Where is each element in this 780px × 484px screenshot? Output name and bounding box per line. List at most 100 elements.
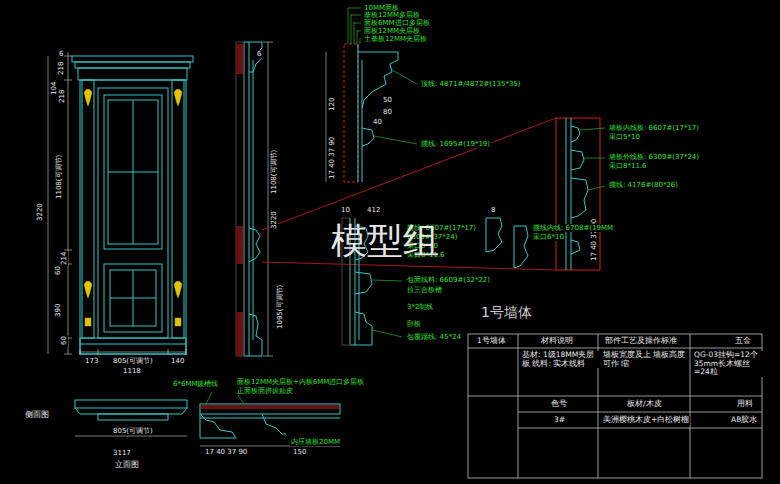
part-note: 包面线料: 6609#(32*22) [406,276,491,284]
dimension: 8 [490,206,496,214]
dimension: 173 [84,357,99,365]
wall-panel-detail-part [571,178,588,218]
section-profile-part [249,228,260,262]
dimension-lines [48,42,273,356]
top-detail-part [348,8,361,9]
table-grid-part [468,334,762,478]
top-detail-part [354,22,355,44]
section-profile-part [244,314,262,356]
carved-ornament-part [175,318,181,326]
side-view-part [75,408,187,414]
door-elevation-part [98,88,168,338]
top-detail-part [344,44,358,182]
carved-ornament [84,89,182,326]
top-detail-part [354,23,361,24]
door-elevation-part [110,270,156,326]
waist-detail-part [372,280,402,281]
wall-panel-detail-part [571,118,572,270]
carved-ornament-part [174,281,182,298]
dimension: 6 [256,50,262,58]
dimension: 50 [382,96,393,104]
dimension: 60 [60,335,68,346]
dimension: 1108(可调节) [55,154,63,200]
table-grid-part [518,428,762,429]
dimension-lines-part [64,354,72,355]
door-elevation-part [80,338,186,354]
top-detail-part [351,15,361,16]
door-elevation-part [80,80,186,354]
table-cell: 1号墙体 [476,337,507,346]
part-note: 采口6*10 [532,233,565,241]
dimension: 17 40 37 90 [204,448,248,456]
door-elevation-part [172,80,184,338]
dimension-lines-part [186,349,187,355]
dimension-lines-part [263,356,273,357]
table-grid-part [518,334,519,478]
table-cell: 墙板宽度及上 墙板高度可作 缩 [602,351,688,368]
dimension: 3220 [270,210,278,230]
dimension: 218 [57,61,65,76]
table-cell: 3# [553,416,566,425]
section-profile-part [249,42,250,356]
top-detail-part [357,30,358,44]
top-detail-part [362,128,374,146]
part-note: 墙板外线板: 6309#(37*24) [608,153,700,161]
dimension: 412 [366,206,381,214]
material-note: 面板6MM进口多层板 [363,19,431,27]
hatch [236,44,243,356]
door-elevation-part [110,298,156,299]
door-elevation-part [82,80,94,338]
view-title: 立面图 [114,460,140,469]
material-note: 内压墙板20MM [290,438,341,446]
material-note: 基板12MM多层板 [363,11,421,19]
waist-detail-part [355,272,372,294]
dimension: 218 [58,89,66,104]
hatch-part [236,226,243,264]
dimension-lines-part [64,56,72,57]
dimension-lines-part [268,42,269,356]
dimension-lines-part [68,52,69,354]
dimension: 150 [292,448,307,456]
material-note: 土基板12MM夹层板 [363,35,428,43]
wall-panel-detail [556,118,605,270]
detail-callout-line [262,118,556,270]
part-note: 拉三合板槽 [406,286,443,294]
wall-panel-detail-part [571,126,580,142]
dimension-lines-part [98,349,99,355]
dimension: 390 [54,303,62,318]
wall-panel-detail-part [571,240,580,254]
dimension: 805(可调节) [112,427,154,435]
carved-ornament-part [85,318,91,326]
waist-detail-part [486,218,502,252]
dimension: 40 [372,118,383,126]
side-view-part [75,400,187,408]
table-grid-part [468,348,762,349]
dimension: 1118 [122,367,142,375]
table-cell: QG-03挂钩=12个 35mm长木螺丝=24粒 [693,351,763,377]
waist-detail-part [514,226,528,268]
waist-detail-part [372,330,402,337]
door-elevation-part [108,100,158,244]
top-detail-part [360,38,361,44]
hatch [201,405,339,409]
plan-section-part [200,404,340,414]
table-grid [468,334,762,478]
table-cell: 部件工艺及操作标准 [604,337,678,346]
side-view-part [75,436,187,437]
top-detail-part [348,8,349,44]
section-profile [236,42,262,356]
dimension: 104 [50,81,58,96]
dimension: 140 [170,357,185,365]
material-note: 面板12MM夹层板+内板6MM进口多层板 [236,378,365,386]
plan-section-part [200,414,236,438]
wall-panel-detail-part [566,118,567,270]
table-cell: 五金 [734,337,752,346]
table-grid-part [468,396,518,397]
dimension: 80 [382,108,393,116]
dimension-lines-part [64,80,72,81]
part-note: 顶线: 4871#/4872#(135*35) [420,80,522,88]
detail-callout-line-part [262,262,556,270]
top-detail-part [392,70,417,84]
top-detail-part [357,31,361,32]
